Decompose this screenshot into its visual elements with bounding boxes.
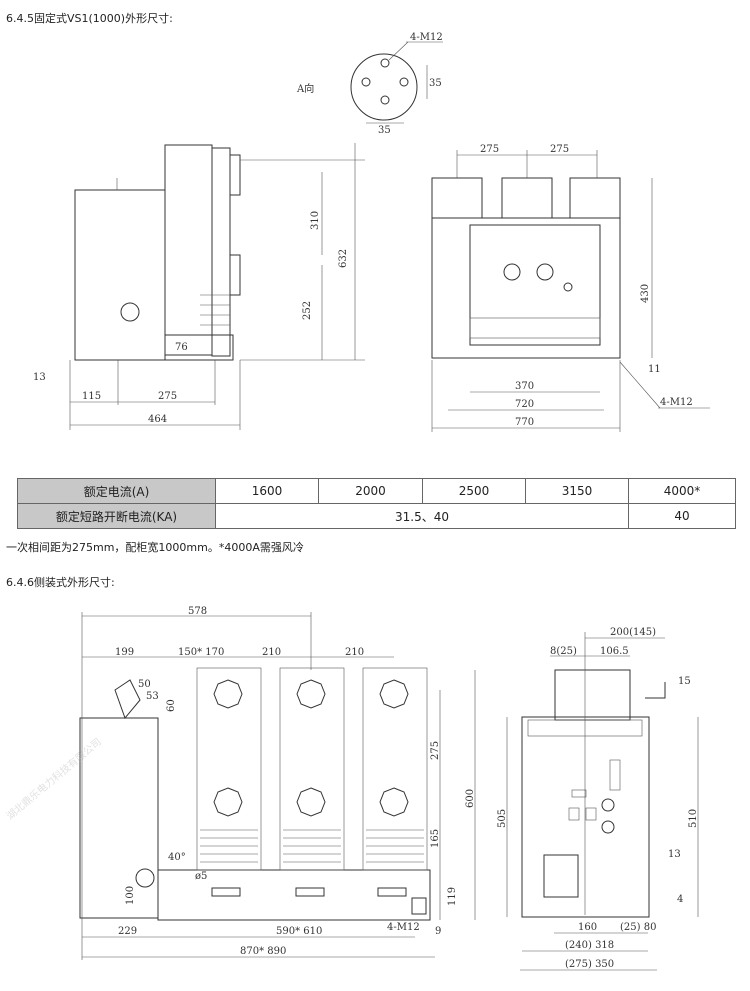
dim-275: 275 xyxy=(158,391,177,402)
dim-770: 770 xyxy=(515,417,534,428)
dim-150-170: 150* 170 xyxy=(178,647,224,658)
table-cell: 40 xyxy=(628,503,736,529)
dim-505: 505 xyxy=(497,809,508,828)
dim-35v: 35 xyxy=(429,78,442,89)
dim-76: 76 xyxy=(175,342,188,353)
dim-115: 115 xyxy=(82,391,101,402)
table-cell: 1600 xyxy=(215,478,319,504)
side-mounted-end-view: 200(145) 8(25) 106.5 15 505 510 13 4 160… xyxy=(497,627,699,971)
dim-200-145: 200(145) xyxy=(610,627,656,638)
dim-590-610: 590* 610 xyxy=(276,926,322,937)
dim-35h: 35 xyxy=(378,125,391,136)
dim-119: 119 xyxy=(447,887,458,906)
dim-25-80: (25) 80 xyxy=(620,922,656,933)
dim-275a: 275 xyxy=(480,144,499,155)
dim-210a: 210 xyxy=(262,647,281,658)
dim-510: 510 xyxy=(688,809,699,828)
dim-9: 9 xyxy=(435,926,441,937)
dim-275b: 275 xyxy=(550,144,569,155)
view-a-label: A向 xyxy=(296,82,314,95)
dim-53: 53 xyxy=(146,691,159,702)
dim-13: 13 xyxy=(33,372,46,383)
dim-106-5: 106.5 xyxy=(600,646,629,657)
fixed-vs1-drawing: A向 4-M12 35 35 310 632 252 76 13 115 275… xyxy=(33,32,710,432)
dim-310: 310 xyxy=(310,211,321,230)
dim-60: 60 xyxy=(166,699,177,712)
dim-50: 50 xyxy=(138,679,151,690)
section-title-side: 6.4.6侧装式外形尺寸: xyxy=(6,576,115,589)
header-rated-current: 额定电流(A) xyxy=(17,478,216,504)
dim-15: 15 xyxy=(678,676,691,687)
section-title-fixed: 6.4.5固定式VS1(1000)外形尺寸: xyxy=(6,12,173,25)
dim-275: 275 xyxy=(430,741,441,760)
dim-8-25: 8(25) xyxy=(550,646,577,657)
note-text: 一次相间距为275mm，配柜宽1000mm。*4000A需强风冷 xyxy=(6,541,304,554)
table-row: 额定短路开断电流(KA) 31.5、40 40 xyxy=(17,503,736,529)
dim-199: 199 xyxy=(115,647,134,658)
table-cell: 2000 xyxy=(318,478,423,504)
dim-240-318: (240) 318 xyxy=(565,940,614,951)
bolt-label: 4-M12 xyxy=(410,32,443,43)
dim-464: 464 xyxy=(148,414,167,425)
dim-100: 100 xyxy=(125,886,136,905)
dim-40deg: 40° xyxy=(168,852,186,863)
dim-370: 370 xyxy=(515,381,534,392)
dim-13: 13 xyxy=(668,849,681,860)
dim-165: 165 xyxy=(430,829,441,848)
table-cell: 3150 xyxy=(525,478,629,504)
spec-table: 额定电流(A) 1600 2000 2500 3150 4000* 额定短路开断… xyxy=(17,478,736,529)
dim-720: 720 xyxy=(515,399,534,410)
dim-578: 578 xyxy=(188,606,207,617)
dim-430: 430 xyxy=(640,284,651,303)
header-breaking-current: 额定短路开断电流(KA) xyxy=(17,503,216,529)
dim-210b: 210 xyxy=(345,647,364,658)
side-bolt-label: 4-M12 xyxy=(387,922,420,933)
dim-229: 229 xyxy=(118,926,137,937)
dim-252: 252 xyxy=(302,301,313,320)
dim-phi5: ø5 xyxy=(195,871,207,882)
dim-870-890: 870* 890 xyxy=(240,946,286,957)
table-cell: 31.5、40 xyxy=(215,503,629,529)
dim-632: 632 xyxy=(338,249,349,268)
table-cell: 2500 xyxy=(422,478,526,504)
dim-275-350: (275) 350 xyxy=(565,959,614,970)
dim-4: 4 xyxy=(677,894,683,905)
dim-600: 600 xyxy=(465,789,476,808)
front-bolt-label: 4-M12 xyxy=(660,397,693,408)
side-mounted-front-view: 578 199 150* 170 210 210 50 53 60 275 60… xyxy=(79,606,476,960)
dim-160: 160 xyxy=(578,922,597,933)
dim-11: 11 xyxy=(648,364,661,375)
table-row: 额定电流(A) 1600 2000 2500 3150 4000* xyxy=(17,478,736,504)
